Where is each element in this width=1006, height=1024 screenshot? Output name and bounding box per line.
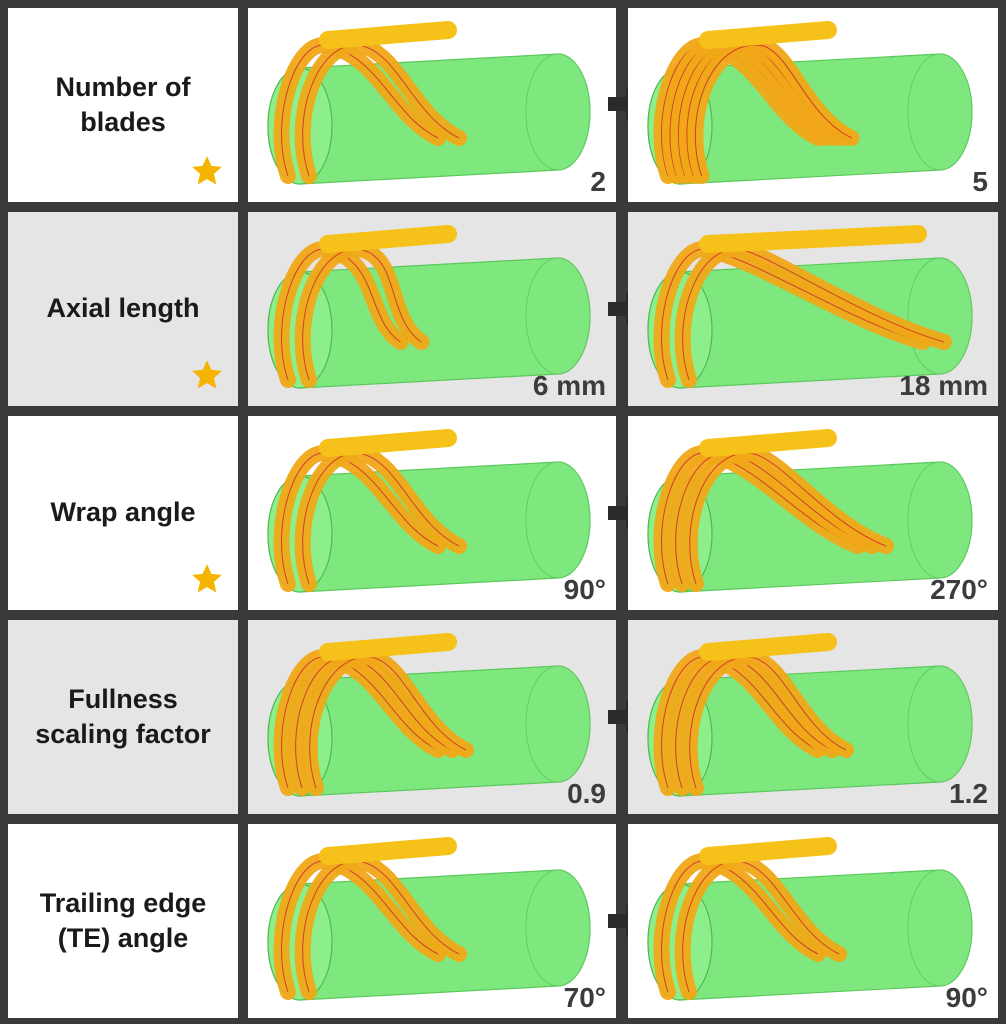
after-render: 18 mm <box>628 212 998 406</box>
after-render: 90° <box>628 824 998 1018</box>
before-render: 0.9 <box>248 620 616 814</box>
cylinder-end <box>525 53 591 171</box>
cylinder-end <box>525 257 591 375</box>
row-label: Axial length <box>46 293 200 324</box>
before-render: 2 <box>248 8 616 202</box>
row-label-cell: Fullness scaling factor <box>8 620 238 814</box>
after-value: 5 <box>972 166 988 197</box>
after-render: 1.2 <box>628 620 998 814</box>
blade-top-band <box>699 21 837 49</box>
cylinder-end <box>907 461 973 579</box>
impeller-render <box>647 633 973 797</box>
row-label: Trailing edge (TE) angle <box>39 887 207 953</box>
blade-edge-line <box>689 656 847 789</box>
before-value: 2 <box>590 166 606 197</box>
blade-edge-line <box>309 656 467 789</box>
impeller-render <box>647 429 973 593</box>
after-value: 1.2 <box>949 778 988 809</box>
blade-edge-line <box>689 452 887 585</box>
row-label: Wrap angle <box>50 497 196 528</box>
before-value: 70° <box>563 982 606 1013</box>
after-render: 5 <box>628 8 998 202</box>
before-render: 90° <box>248 416 616 610</box>
blade-top-band <box>699 837 837 865</box>
cylinder-end <box>907 869 973 987</box>
before-value: 6 mm <box>532 370 606 401</box>
blade-top-band <box>699 429 837 457</box>
impeller-render <box>647 225 973 389</box>
blade-top-band <box>699 633 837 661</box>
blade-top-band <box>319 633 457 661</box>
impeller-render <box>267 633 591 797</box>
blade-top-band <box>319 225 457 253</box>
cylinder-end <box>525 461 591 579</box>
impeller-render <box>267 429 591 593</box>
cylinder-end <box>525 869 591 987</box>
blade-top-band <box>699 225 927 253</box>
star-icon <box>192 156 222 185</box>
blade-edge-line <box>694 44 852 177</box>
before-value: 0.9 <box>567 778 606 809</box>
star-icon <box>192 360 222 389</box>
star-icon <box>192 564 222 593</box>
impeller-render <box>647 21 973 185</box>
row-label-cell: Number of blades <box>8 8 238 202</box>
impeller-render <box>267 225 591 389</box>
after-value: 18 mm <box>899 370 988 401</box>
after-value: 90° <box>945 982 988 1013</box>
blade-top-band <box>319 21 457 49</box>
impeller-render <box>267 21 591 185</box>
cylinder-end <box>907 665 973 783</box>
before-render: 6 mm <box>248 212 616 406</box>
impeller-render <box>267 837 591 1001</box>
after-value: 270° <box>930 574 988 605</box>
cylinder-end <box>907 257 973 375</box>
blade-top-band <box>319 837 457 865</box>
row-label-cell: Axial length <box>8 212 238 406</box>
row-label: Fullness scaling factor <box>35 683 211 749</box>
row-label: Number of blades <box>55 71 191 137</box>
cylinder-end <box>525 665 591 783</box>
impeller-render <box>647 837 973 1001</box>
row-label-cell: Wrap angle <box>8 416 238 610</box>
row-label-cell: Trailing edge (TE) angle <box>8 824 238 1018</box>
after-render: 270° <box>628 416 998 610</box>
blade-top-band <box>319 429 457 457</box>
cylinder-end <box>907 53 973 171</box>
before-render: 70° <box>248 824 616 1018</box>
before-value: 90° <box>563 574 606 605</box>
